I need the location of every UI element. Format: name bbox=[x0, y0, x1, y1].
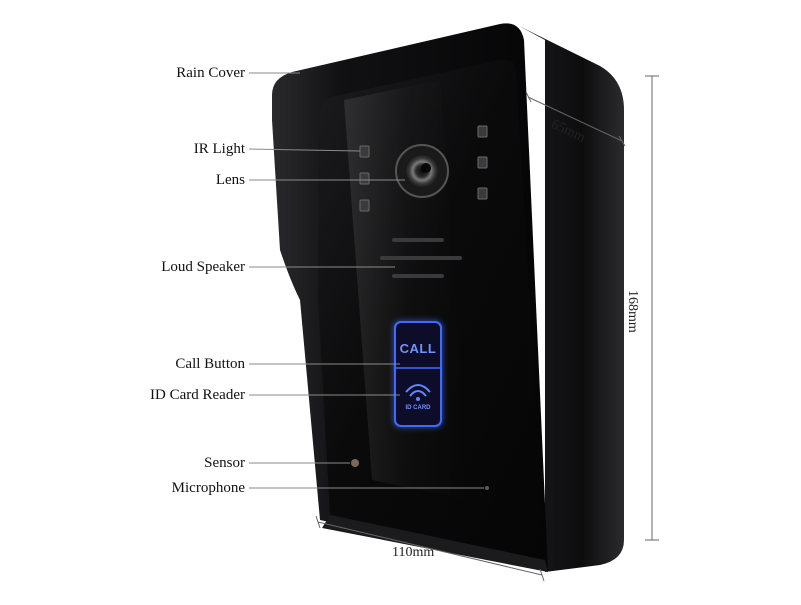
dimension-width: 110mm bbox=[392, 545, 435, 560]
sensor-dot bbox=[351, 459, 359, 467]
dimension-height: 168mm bbox=[625, 290, 640, 333]
ir-light-led bbox=[359, 199, 370, 212]
label-rain-cover: Rain Cover bbox=[176, 65, 245, 81]
call-button-text: CALL bbox=[399, 341, 437, 356]
label-sensor: Sensor bbox=[204, 455, 245, 471]
ir-light-led bbox=[477, 187, 488, 200]
speaker-slot bbox=[380, 256, 462, 260]
ir-light-led bbox=[359, 145, 370, 158]
dimension-lines bbox=[315, 75, 659, 582]
label-call-button: Call Button bbox=[175, 356, 245, 372]
rain-cover-side bbox=[519, 26, 624, 572]
label-loud-speaker: Loud Speaker bbox=[161, 259, 245, 275]
lens-pupil bbox=[421, 163, 431, 173]
call-panel bbox=[394, 321, 442, 427]
label-microphone: Microphone bbox=[171, 480, 245, 496]
microphone-hole bbox=[485, 486, 489, 490]
ir-light-led bbox=[359, 172, 370, 185]
speaker-slot bbox=[392, 238, 444, 242]
label-lens: Lens bbox=[215, 172, 245, 188]
ir-light-led bbox=[477, 156, 488, 169]
id-card-text: ID CARD bbox=[405, 405, 431, 411]
leader-lines bbox=[248, 72, 484, 489]
device-bottom-edge bbox=[322, 515, 548, 572]
ir-light-led bbox=[477, 125, 488, 138]
speaker-slot bbox=[392, 274, 444, 278]
label-id-card-reader: ID Card Reader bbox=[150, 387, 245, 403]
label-ir-light: IR Light bbox=[193, 141, 245, 157]
